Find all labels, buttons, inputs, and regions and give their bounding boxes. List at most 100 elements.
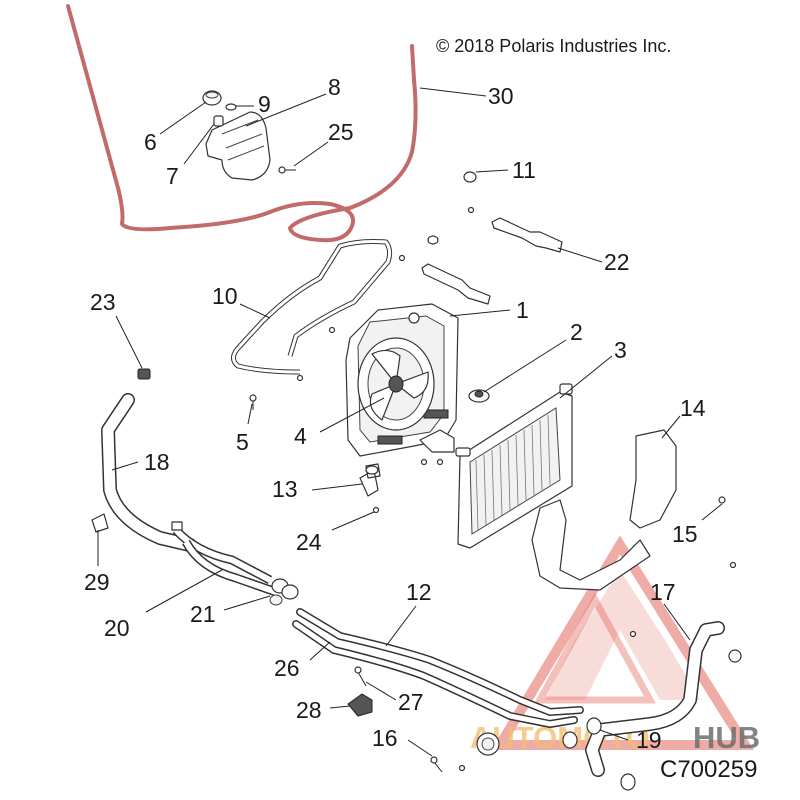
- part-12-coolant-tube: [296, 608, 584, 717]
- leader-24: [331, 511, 375, 531]
- callout-16: 16: [372, 725, 398, 751]
- leader-18: [111, 461, 139, 471]
- callout-1: 1: [516, 297, 529, 323]
- callout-18: 18: [144, 449, 170, 475]
- leader-25: [293, 141, 329, 167]
- part-14-deflector: [629, 429, 677, 529]
- leader-23: [115, 315, 143, 369]
- leader-28: [329, 705, 351, 709]
- part-27-screw: [354, 666, 367, 687]
- part-19-hose-clamps: [562, 717, 636, 791]
- part-24-screw: [372, 506, 380, 514]
- hose-clamp-icon: [728, 649, 742, 663]
- callout-19: 19: [636, 727, 662, 753]
- leader-15: [701, 503, 723, 521]
- callout-12: 12: [406, 579, 432, 605]
- screw-icon: [629, 630, 637, 638]
- callout-9: 9: [258, 91, 271, 117]
- leader-12: [385, 605, 417, 647]
- watermark-m-shape: [545, 570, 700, 700]
- callout-23: 23: [90, 289, 116, 315]
- leader-14: [661, 415, 681, 439]
- leader-22: [557, 247, 603, 263]
- callout-6: 6: [144, 129, 157, 155]
- leader-1: [449, 309, 511, 317]
- screw-icon: [729, 561, 737, 569]
- part-29-clamp: [91, 513, 109, 533]
- callout-30: 30: [488, 83, 514, 109]
- leader-4: [319, 397, 385, 433]
- leader-30: [419, 87, 487, 97]
- leader-17: [663, 603, 691, 641]
- watermark-outer-triangle: [491, 535, 755, 750]
- part-30-overflow-line-inner: [67, 5, 417, 241]
- callout-4: 4: [294, 423, 307, 449]
- callout-20: 20: [104, 615, 130, 641]
- leader-20: [145, 569, 223, 613]
- part-22-upper-bracket: [491, 217, 563, 253]
- part-8-coolant-reservoir: [205, 111, 271, 181]
- screw-icon: [398, 254, 406, 262]
- leader-19: [599, 729, 629, 741]
- part-4-fan: [357, 337, 435, 431]
- diagram-code: C700259: [660, 756, 757, 783]
- screw-icon: [436, 458, 444, 466]
- callout-14: 14: [680, 395, 706, 421]
- callout-7: 7: [166, 163, 179, 189]
- leader-3: [559, 355, 613, 399]
- radiator-fins: [475, 414, 551, 531]
- screw-icon: [420, 458, 428, 466]
- callout-8: 8: [328, 74, 341, 100]
- leader-21: [223, 595, 271, 611]
- leader-13: [311, 483, 363, 491]
- part-11-grommet: [463, 171, 477, 183]
- part-7-fitting: [213, 115, 224, 127]
- part-18-upper-hose-fill: [102, 394, 196, 551]
- part-25-screw: [278, 166, 296, 174]
- part-6-reservoir-cap: [202, 90, 222, 106]
- screw-icon: [328, 326, 336, 334]
- callout-2: 2: [570, 319, 583, 345]
- part-20-tube-pair: [171, 521, 278, 597]
- leader-16: [407, 739, 433, 757]
- screw-icon: [296, 374, 304, 382]
- part-5-screw: [249, 394, 257, 410]
- callout-21: 21: [190, 601, 216, 627]
- leader-27: [365, 681, 397, 701]
- watermark-inner-triangle: [534, 592, 656, 704]
- callout-10: 10: [212, 283, 238, 309]
- pump-fitting: [476, 732, 500, 756]
- callout-3: 3: [614, 337, 627, 363]
- part-3-radiator: [455, 383, 573, 549]
- part-21-hose-clamps: [269, 578, 299, 606]
- part-26-coolant-tube: [292, 620, 578, 729]
- part-15-screw: [718, 496, 726, 504]
- leader-10: [239, 303, 271, 319]
- part-9-washer: [225, 103, 237, 111]
- callout-17: 17: [650, 579, 676, 605]
- leader-7: [183, 123, 215, 165]
- leader-8: [245, 93, 327, 127]
- callout-13: 13: [272, 476, 298, 502]
- copyright-notice: © 2018 Polaris Industries Inc.: [436, 36, 671, 56]
- callout-11: 11: [512, 157, 536, 183]
- fan-shroud-bracket: [421, 263, 491, 305]
- callout-28: 28: [296, 697, 322, 723]
- leader-6: [159, 101, 207, 135]
- bushing-icon: [365, 465, 379, 475]
- callout-22: 22: [604, 249, 630, 275]
- part-16-screws: [430, 756, 466, 773]
- part-23-clamp: [137, 368, 151, 380]
- leader-5: [247, 403, 253, 425]
- part-10-line-inner: [232, 240, 392, 374]
- callout-labels: 1 2 3 4 5 6 7 8 9 10 11 12 13 14 15 16 1…: [84, 74, 706, 753]
- watermark-text-right: HUB: [693, 720, 760, 755]
- leader-26: [309, 641, 331, 661]
- part-28-bracket: [347, 693, 373, 717]
- screw-icon: [467, 206, 475, 214]
- part-2-isolator: [468, 389, 490, 403]
- callout-27: 27: [398, 689, 424, 715]
- callout-29: 29: [84, 569, 110, 595]
- callout-24: 24: [296, 529, 322, 555]
